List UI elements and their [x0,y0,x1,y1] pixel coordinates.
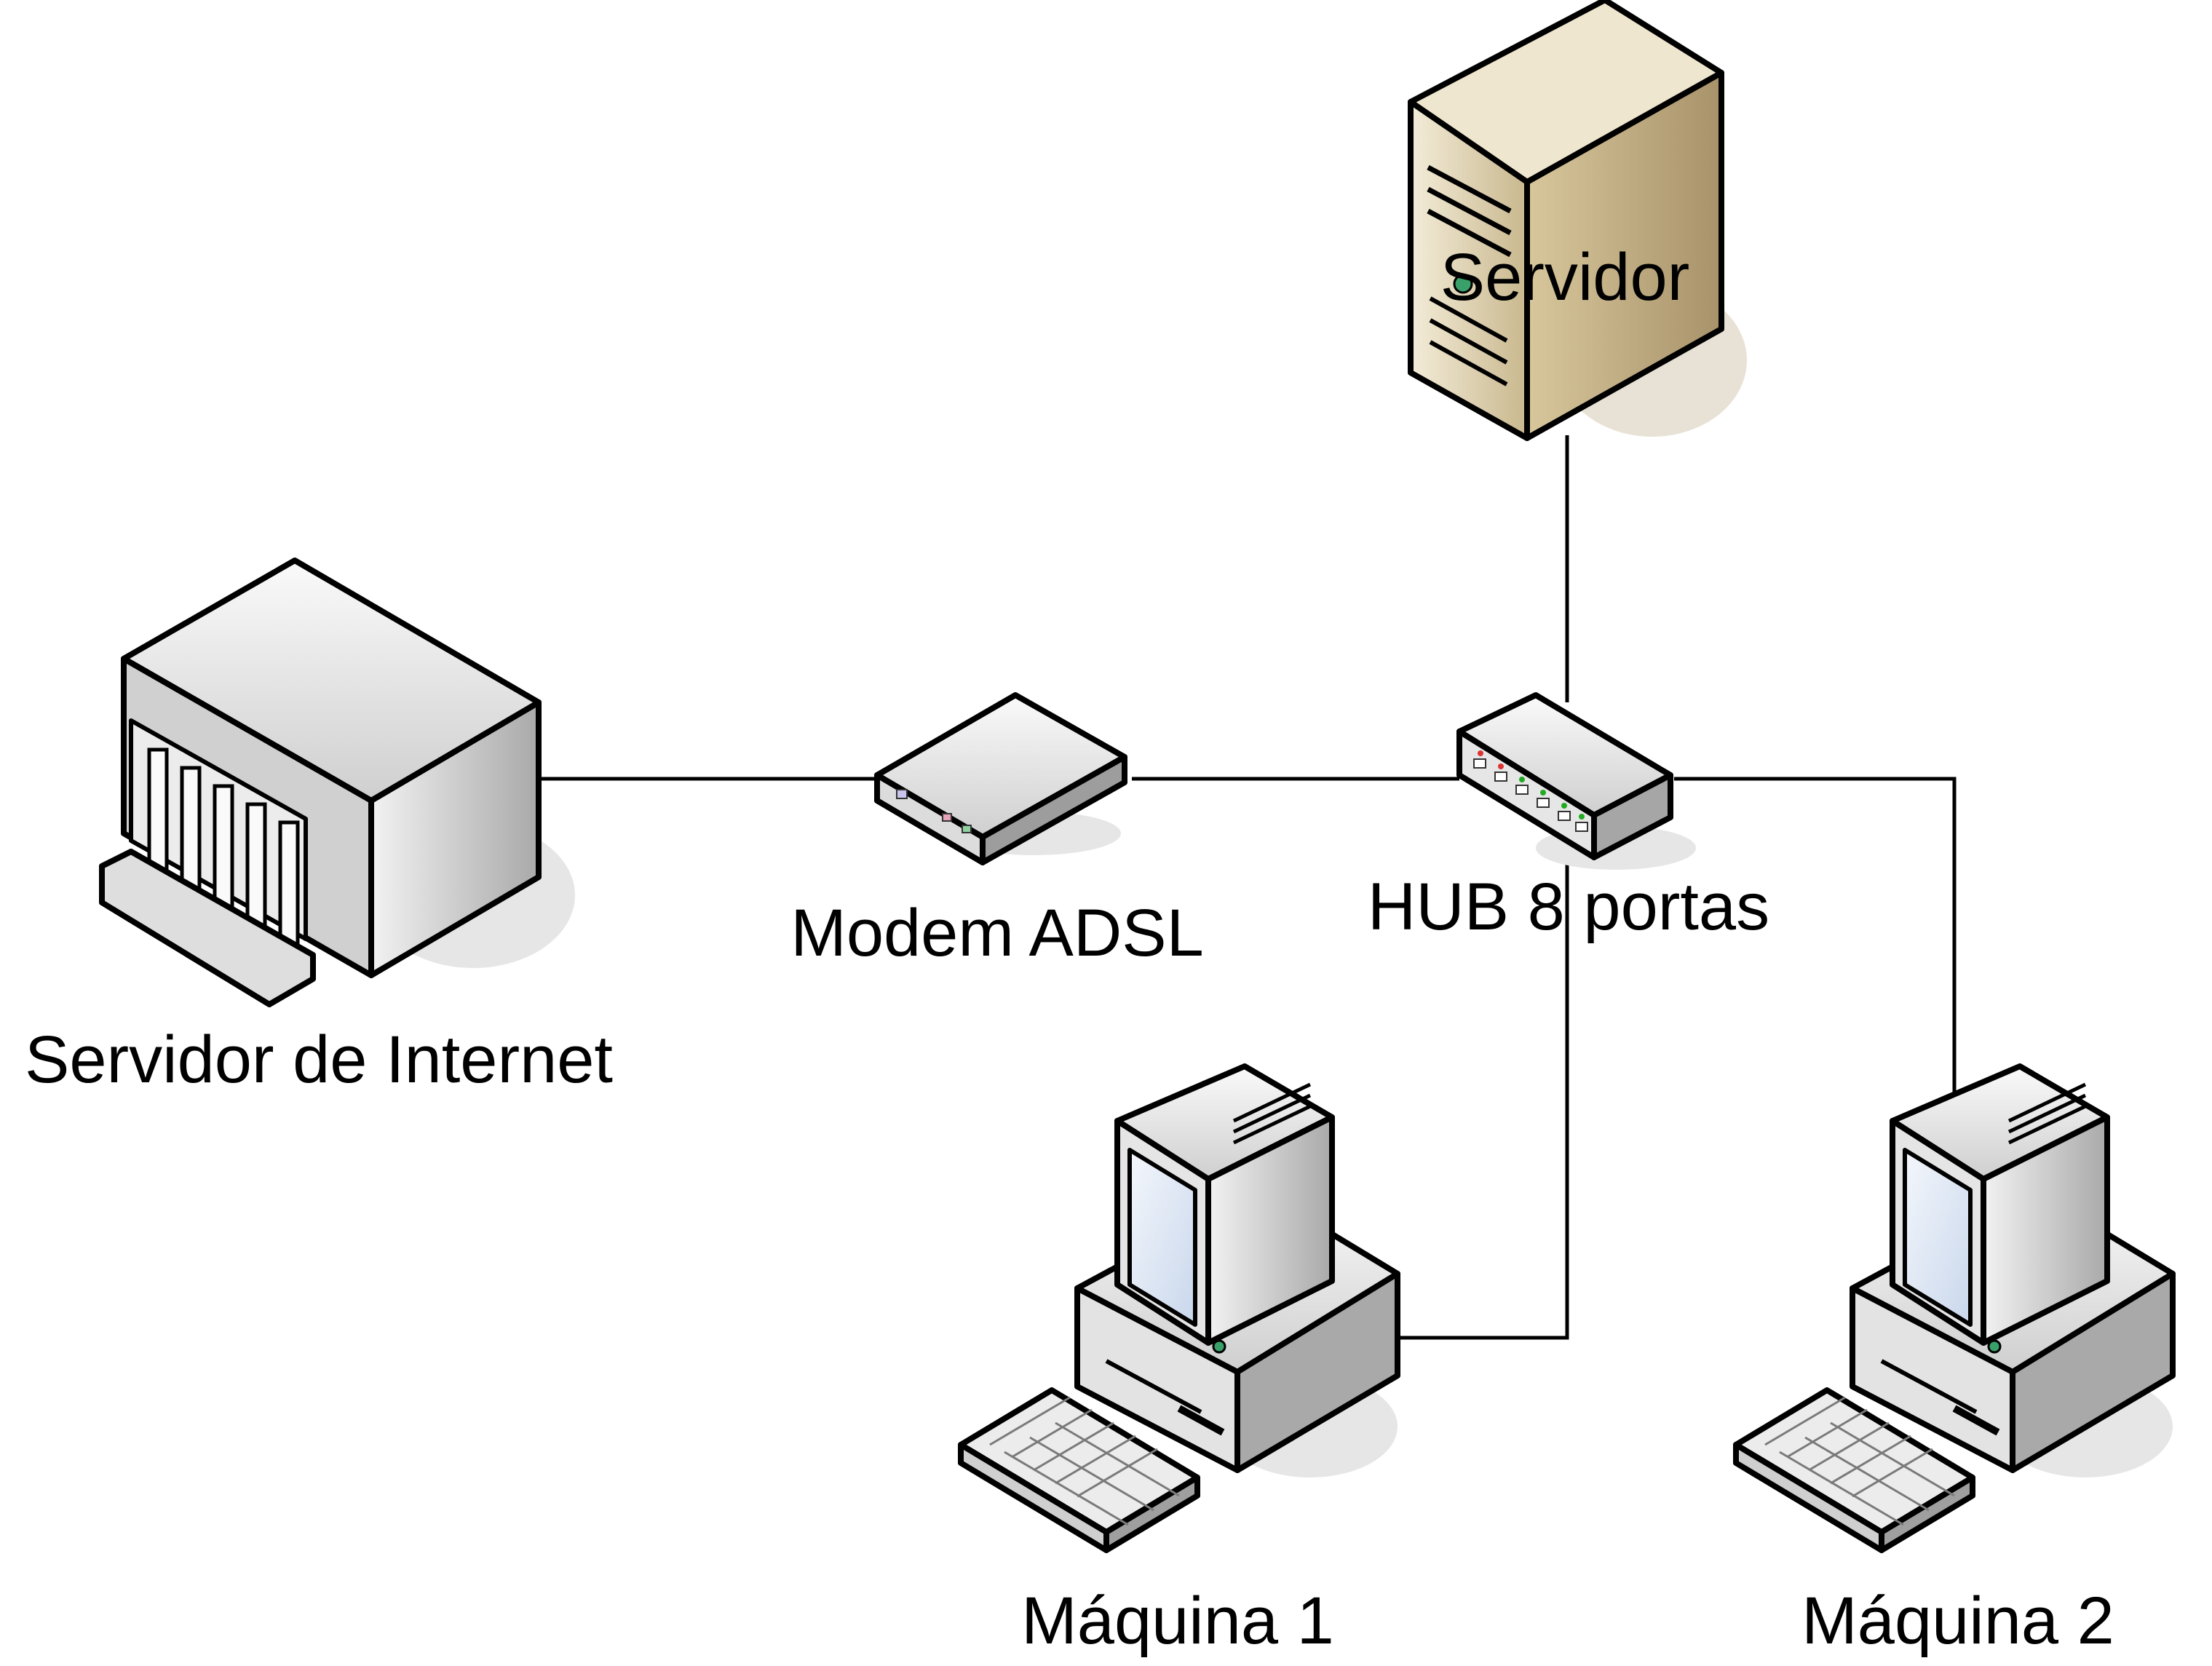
label-hub: HUB 8 portas [1368,870,1769,944]
tower-server-icon [1408,0,1747,441]
connection-lines [539,435,1957,1340]
label-internet-server: Servidor de Internet [25,1023,613,1097]
workstation-icon [1733,1063,2176,1553]
link-hub-machine1 [1398,844,1569,1340]
label-modem: Modem ADSL [790,896,1204,970]
label-machine1: Máquina 1 [1021,1584,1334,1658]
label-servidor: Servidor [1440,240,1690,314]
workstation-icon [958,1063,1400,1553]
label-machine2: Máquina 2 [1801,1584,2114,1658]
hub-icon [1456,692,1696,870]
modem-icon [874,692,1127,865]
internet-server-icon [99,558,575,1007]
link-hub-machine2 [1674,777,1957,1135]
